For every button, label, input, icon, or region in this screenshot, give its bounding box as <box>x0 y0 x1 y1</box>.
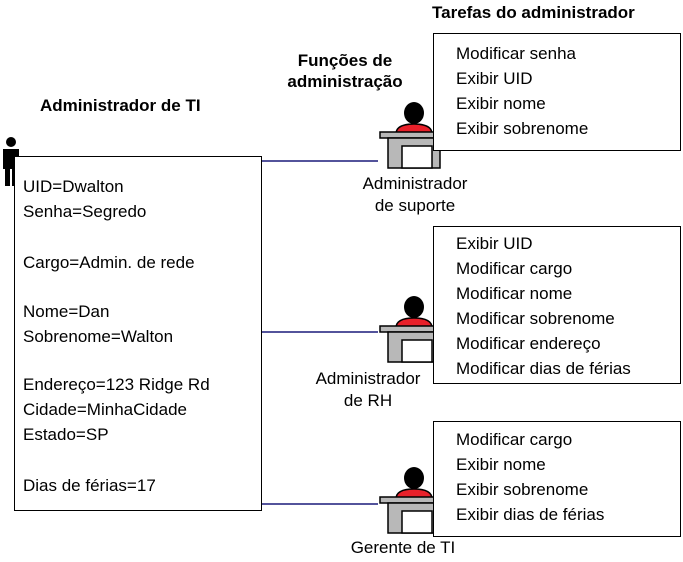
profile-state: Estado=SP <box>23 425 109 444</box>
task-item: Exibir UID <box>456 69 533 88</box>
task-item: Exibir UID <box>456 234 533 253</box>
task-item: Modificar senha <box>456 44 577 63</box>
profile-title: Cargo=Admin. de rede <box>23 253 195 272</box>
task-item: Modificar cargo <box>456 259 573 278</box>
profile-city: Cidade=MinhaCidade <box>23 400 187 419</box>
roles-header-line2: administração <box>287 72 403 91</box>
hr-admin-label-line2: de RH <box>343 391 393 410</box>
profile-first-name: Nome=Dan <box>23 302 110 321</box>
tasks-header: Tarefas do administrador <box>432 3 635 22</box>
support-admin-tasks-box: Modificar senha Exibir UID Exibir nome E… <box>433 33 681 151</box>
task-item: Modificar dias de férias <box>456 359 631 378</box>
task-item: Modificar cargo <box>456 430 573 449</box>
hr-admin-label: Administrador de RH <box>293 368 443 412</box>
task-item: Modificar endereço <box>456 334 601 353</box>
support-admin-person-icon <box>379 102 449 169</box>
task-item: Exibir sobrenome <box>456 119 589 138</box>
hr-admin-tasks-box: Exibir UID Modificar cargo Modificar nom… <box>433 226 681 384</box>
profile-password: Senha=Segredo <box>23 202 147 221</box>
support-admin-label: Administrador de suporte <box>340 173 490 217</box>
task-item: Modificar sobrenome <box>456 309 615 328</box>
profile-uid: UID=Dwalton <box>23 177 124 196</box>
task-item: Exibir nome <box>456 94 546 113</box>
it-manager-tasks-box: Modificar cargo Exibir nome Exibir sobre… <box>433 421 681 537</box>
it-admin-header: Administrador de TI <box>40 96 201 115</box>
support-admin-label-line2: de suporte <box>374 196 456 215</box>
roles-header-line1: Funções de <box>297 51 393 70</box>
hr-admin-label-line1: Administrador <box>315 369 421 388</box>
profile-vacation: Dias de férias=17 <box>23 476 156 495</box>
profile-box: UID=Dwalton Senha=Segredo Cargo=Admin. d… <box>14 156 262 511</box>
profile-last-name: Sobrenome=Walton <box>23 327 174 346</box>
task-item: Exibir nome <box>456 455 546 474</box>
hr-admin-person-icon <box>379 296 449 363</box>
task-item: Exibir sobrenome <box>456 480 589 499</box>
profile-address: Endereço=123 Ridge Rd <box>23 375 210 394</box>
it-manager-label: Gerente de TI <box>350 538 456 557</box>
roles-header: Funções de administração <box>270 50 420 92</box>
task-item: Modificar nome <box>456 284 573 303</box>
support-admin-label-line1: Administrador <box>362 174 468 193</box>
task-item: Exibir dias de férias <box>456 505 605 524</box>
